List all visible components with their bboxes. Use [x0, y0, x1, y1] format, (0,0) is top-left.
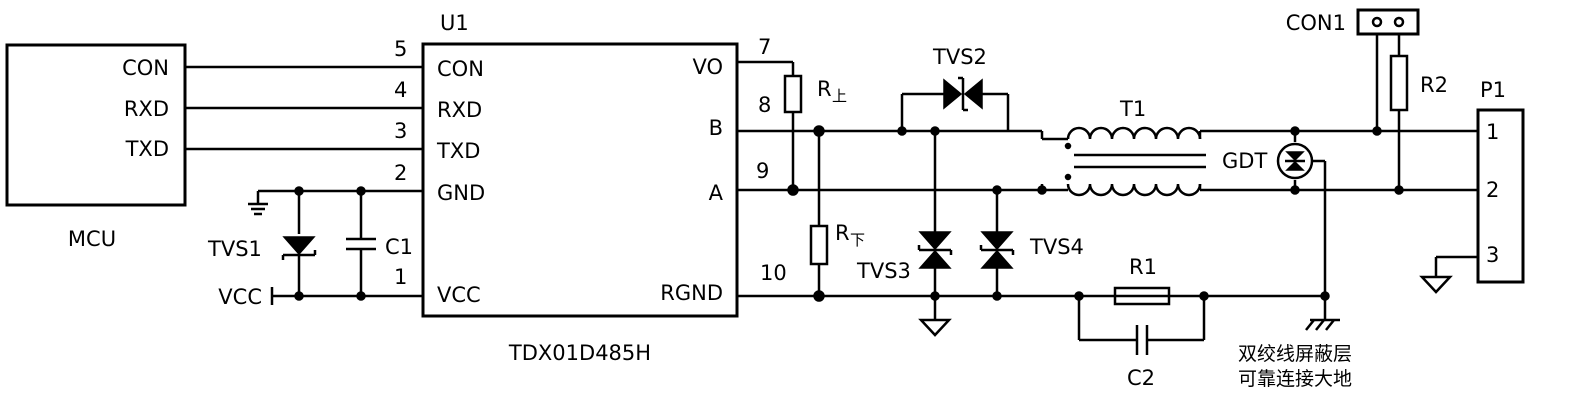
junction-dot [930, 291, 940, 301]
pin-number-4: 4 [394, 78, 407, 102]
mcu-block: CON RXD TXD MCU [5, 43, 187, 251]
con1-label: CON1 [1286, 11, 1346, 35]
junction-dot [294, 291, 304, 301]
u1-pin-con: CON [437, 57, 484, 81]
tvs4-label: TVS4 [1029, 235, 1084, 259]
junction-dot [1290, 126, 1300, 136]
junction-dot [813, 125, 825, 137]
pin-number-5: 5 [394, 37, 407, 61]
tvs1-diode-icon [281, 236, 317, 260]
r-up-subscript: 上 [832, 87, 847, 105]
r-up-label: R [817, 77, 832, 101]
r-up-resistor-icon [783, 74, 803, 114]
tvs4-bidirectional-diode-icon [979, 231, 1015, 269]
t1-common-mode-choke-icon [1064, 126, 1206, 197]
u1-ref: U1 [440, 11, 469, 35]
junction-dot [897, 126, 907, 136]
tvs3-label: TVS3 [856, 259, 911, 283]
p1-pin-3: 3 [1486, 243, 1499, 267]
u1-box [421, 42, 739, 318]
junction-dot [1372, 126, 1382, 136]
pin-number-8: 8 [758, 93, 771, 117]
u1-pin-vcc: VCC [437, 283, 481, 307]
mcu-box [5, 43, 187, 207]
pin-number-3: 3 [394, 119, 407, 143]
junction-dot [1394, 185, 1404, 195]
p1-ref: P1 [1480, 78, 1506, 102]
t1-label: T1 [1119, 97, 1146, 121]
junction-dot [930, 126, 940, 136]
pin-number-10: 10 [760, 261, 787, 285]
p1-pin-1: 1 [1486, 120, 1499, 144]
pin-number-7: 7 [758, 35, 771, 59]
junction-dot [813, 290, 825, 302]
gdt-icon [1276, 131, 1327, 320]
u1-pin-rgnd: RGND [660, 281, 723, 305]
pin-number-9: 9 [756, 159, 769, 183]
tvs2-bidirectional-diode-icon [943, 76, 983, 112]
u1-pin-vo: VO [692, 55, 723, 79]
u1-pin-txd: TXD [436, 139, 480, 163]
junction-dot [1074, 291, 1084, 301]
u1-pin-rxd: RXD [437, 98, 482, 122]
shield-note-line1: 双绞线屏蔽层 [1238, 343, 1352, 365]
junction-dot [787, 184, 799, 196]
gdt-label: GDT [1222, 149, 1267, 173]
r-down-subscript: 下 [850, 231, 865, 249]
p1-pin-2: 2 [1486, 178, 1499, 202]
u1-pin-b: B [709, 116, 723, 140]
c2-capacitor-icon [1135, 325, 1149, 355]
r2-label: R2 [1420, 73, 1448, 97]
tvs2-label: TVS2 [932, 45, 987, 69]
junction-dot [294, 186, 304, 196]
p1-connector-box [1476, 108, 1525, 284]
ground-icon [918, 318, 952, 337]
mcu-pin-txd: TXD [125, 137, 169, 161]
pin-number-2: 2 [394, 161, 407, 185]
u1-pin-a: A [709, 181, 724, 205]
pin-number-1: 1 [394, 265, 407, 289]
r-down-label: R [835, 221, 850, 245]
mcu-pin-rxd: RXD [124, 97, 169, 121]
earth-ground-icon [1305, 318, 1340, 331]
ground-icon [1419, 275, 1453, 294]
u1-part: TDX01D485H [508, 341, 651, 365]
junction-dot [356, 186, 366, 196]
junction-dot [992, 291, 1002, 301]
u1-pin-gnd: GND [437, 181, 485, 205]
junction-dot [1199, 291, 1209, 301]
con1-jumper-icon [1356, 8, 1420, 190]
r-down-resistor-icon [809, 224, 829, 266]
tvs3-bidirectional-diode-icon [917, 231, 953, 269]
rs485-nets: R 上 R 下 TVS2 [737, 8, 1525, 390]
u1-block: U1 TDX01D485H CON RXD TXD GND VCC VO B A… [394, 11, 787, 365]
vcc-label: VCC [218, 285, 262, 309]
junction-dot [1290, 185, 1300, 195]
ground-icon [248, 191, 268, 216]
c2-label: C2 [1127, 366, 1155, 390]
mcu-pin-con: CON [122, 56, 169, 80]
c1-capacitor-icon [346, 237, 376, 251]
mcu-label: MCU [68, 227, 116, 251]
junction-dot [992, 185, 1002, 195]
tvs1-label: TVS1 [207, 237, 262, 261]
r1-resistor-icon [1113, 286, 1171, 306]
r1-label: R1 [1129, 255, 1157, 279]
mcu-u1-wires [185, 65, 423, 151]
junction-dot [1320, 291, 1330, 301]
r2-resistor-icon [1389, 54, 1409, 112]
junction-dot [1037, 185, 1047, 195]
junction-dot [356, 291, 366, 301]
c1-label: C1 [385, 235, 413, 259]
power-section: VCC TVS1 C1 [207, 186, 423, 309]
shield-note-line2: 可靠连接大地 [1238, 368, 1352, 390]
